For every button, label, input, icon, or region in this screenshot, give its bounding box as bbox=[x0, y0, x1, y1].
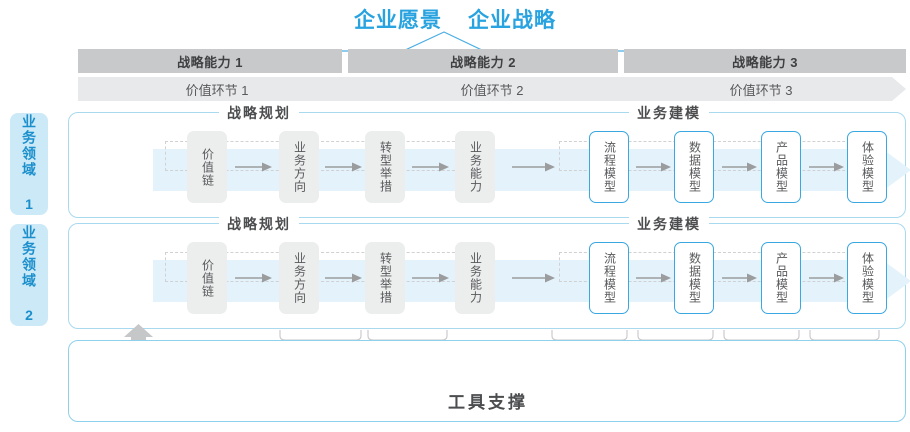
value-cell-3: 价值环节 3 bbox=[628, 77, 906, 101]
row1-node-product-model-label: 产品模型 bbox=[774, 141, 789, 193]
row2-section-business-modeling: 业务建模 bbox=[629, 214, 709, 234]
row1-section-business-modeling: 业务建模 bbox=[629, 103, 709, 123]
tools-support-box: 工具支撑 bbox=[68, 340, 906, 422]
row2-node-business-capability-label: 业务能力 bbox=[468, 252, 483, 304]
row1-node-transformation-measures-label: 转型举措 bbox=[378, 141, 393, 193]
row1-node-data-model-label: 数据模型 bbox=[687, 141, 702, 193]
row2-arrow-4-icon bbox=[512, 272, 555, 284]
row1-border-line-b bbox=[309, 112, 627, 113]
row2-arrow-5-icon bbox=[636, 272, 671, 284]
row1-flow-arrow bbox=[153, 139, 910, 201]
row2-border-line-c bbox=[721, 223, 893, 224]
row2-node-transformation-measures[interactable]: 转型举措 bbox=[365, 242, 405, 314]
row1-node-business-capability[interactable]: 业务能力 bbox=[455, 131, 495, 203]
domain-row-1: 战略规划 业务建模 价值链 业务方向 转型举措 业务能力 流程模型 数据模型 产… bbox=[68, 103, 910, 218]
row2-border-line-a bbox=[83, 223, 223, 224]
row1-arrow-4-icon bbox=[512, 161, 555, 173]
row2-node-business-capability[interactable]: 业务能力 bbox=[455, 242, 495, 314]
domain-tab-1: 业务领域 1 bbox=[10, 113, 48, 215]
row2-arrow-1-icon bbox=[235, 272, 272, 284]
domain-tab-2: 业务领域 2 bbox=[10, 224, 48, 326]
row2-arrow-6-icon bbox=[722, 272, 757, 284]
row2-border-line-b bbox=[309, 223, 627, 224]
row1-node-experience-model-label: 体验模型 bbox=[860, 141, 875, 193]
row2-node-value-chain[interactable]: 价值链 bbox=[187, 242, 227, 314]
row2-node-transformation-measures-label: 转型举措 bbox=[378, 252, 393, 304]
row2-node-product-model[interactable]: 产品模型 bbox=[761, 242, 801, 314]
row1-arrow-3-icon bbox=[412, 161, 449, 173]
row2-node-experience-model[interactable]: 体验模型 bbox=[847, 242, 887, 314]
row1-node-business-direction-label: 业务方向 bbox=[292, 141, 307, 193]
row1-arrow-2-icon bbox=[325, 161, 362, 173]
domain-row-2: 战略规划 业务建模 价值链 业务方向 转型举措 业务能力 流程模型 数据模型 产… bbox=[68, 214, 910, 329]
row1-node-process-model[interactable]: 流程模型 bbox=[589, 131, 629, 203]
row1-arrow-1-icon bbox=[235, 161, 272, 173]
row2-arrow-2-icon bbox=[325, 272, 362, 284]
domain-tab-1-label: 业务领域 1 bbox=[21, 114, 37, 214]
row2-node-experience-model-label: 体验模型 bbox=[860, 252, 875, 304]
capability-cell-2: 战略能力 2 bbox=[348, 49, 618, 73]
title-enterprise-strategy: 企业战略 bbox=[468, 9, 556, 32]
value-cell-1: 价值环节 1 bbox=[78, 77, 368, 101]
row1-node-business-capability-label: 业务能力 bbox=[468, 141, 483, 193]
row1-node-experience-model[interactable]: 体验模型 bbox=[847, 131, 887, 203]
row2-node-value-chain-label: 价值链 bbox=[200, 258, 215, 298]
row1-node-business-direction[interactable]: 业务方向 bbox=[279, 131, 319, 203]
row2-node-product-model-label: 产品模型 bbox=[774, 252, 789, 304]
row2-node-data-model[interactable]: 数据模型 bbox=[674, 242, 714, 314]
title-enterprise-vision: 企业愿景 bbox=[354, 9, 442, 32]
value-chain-header-row: 价值环节 1 价值环节 2 价值环节 3 bbox=[78, 77, 906, 101]
capability-cell-3: 战略能力 3 bbox=[624, 49, 906, 73]
row1-node-value-chain[interactable]: 价值链 bbox=[187, 131, 227, 203]
row1-arrow-5-icon bbox=[636, 161, 671, 173]
row1-border-line-a bbox=[83, 112, 223, 113]
row2-node-business-direction[interactable]: 业务方向 bbox=[279, 242, 319, 314]
row2-node-data-model-label: 数据模型 bbox=[687, 252, 702, 304]
capability-cell-1: 战略能力 1 bbox=[78, 49, 342, 73]
value-cell-2: 价值环节 2 bbox=[350, 77, 646, 101]
row2-node-process-model[interactable]: 流程模型 bbox=[589, 242, 629, 314]
row2-arrow-7-icon bbox=[809, 272, 844, 284]
row1-arrow-6-icon bbox=[722, 161, 757, 173]
row2-section-strategy-planning: 战略规划 bbox=[219, 214, 299, 234]
row1-node-process-model-label: 流程模型 bbox=[602, 141, 617, 193]
row2-node-business-direction-label: 业务方向 bbox=[292, 252, 307, 304]
row1-node-product-model[interactable]: 产品模型 bbox=[761, 131, 801, 203]
row1-arrow-7-icon bbox=[809, 161, 844, 173]
row2-node-process-model-label: 流程模型 bbox=[602, 252, 617, 304]
row1-node-transformation-measures[interactable]: 转型举措 bbox=[365, 131, 405, 203]
row2-arrow-3-icon bbox=[412, 272, 449, 284]
page-title: 企业愿景 企业战略 bbox=[0, 4, 910, 34]
row1-node-data-model[interactable]: 数据模型 bbox=[674, 131, 714, 203]
row1-border-line-c bbox=[721, 112, 893, 113]
domain-tab-2-label: 业务领域 2 bbox=[21, 225, 37, 325]
capability-header-row: 战略能力 1 战略能力 2 战略能力 3 bbox=[78, 49, 906, 73]
tools-support-label: 工具支撑 bbox=[448, 393, 528, 412]
row1-section-strategy-planning: 战略规划 bbox=[219, 103, 299, 123]
row1-node-value-chain-label: 价值链 bbox=[200, 147, 215, 187]
row2-flow-arrow bbox=[153, 250, 910, 312]
